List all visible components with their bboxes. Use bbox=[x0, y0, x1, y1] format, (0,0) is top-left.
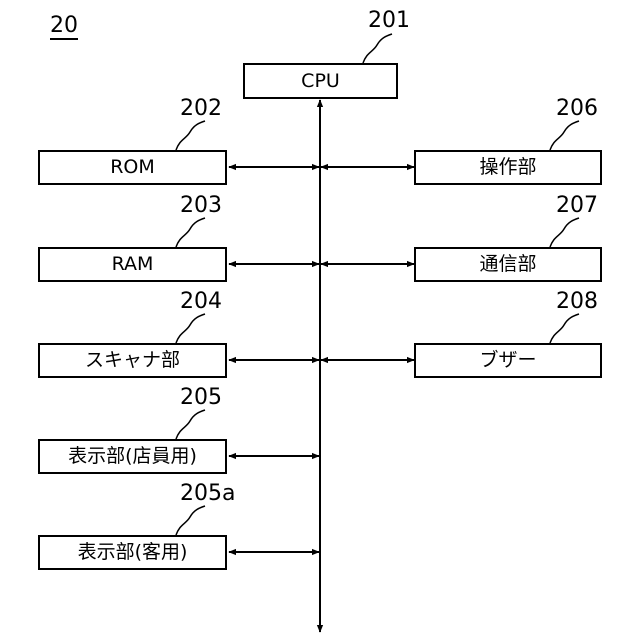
rom-block: ROM bbox=[38, 150, 227, 185]
cpu-block: CPU bbox=[243, 63, 398, 99]
ref-201: 201 bbox=[368, 10, 410, 32]
leader-205 bbox=[176, 410, 205, 439]
leader-208 bbox=[550, 314, 579, 343]
ref-205a: 205a bbox=[180, 483, 235, 505]
leader-202 bbox=[176, 121, 205, 150]
ref-206: 206 bbox=[556, 98, 598, 120]
rom-label: ROM bbox=[110, 158, 155, 177]
scanner-block: スキャナ部 bbox=[38, 343, 227, 378]
leader-204 bbox=[176, 314, 205, 343]
buzzer-block: ブザー bbox=[414, 343, 602, 378]
ref-203: 203 bbox=[180, 195, 222, 217]
cpu-label: CPU bbox=[301, 72, 340, 91]
leader-205a bbox=[176, 506, 205, 535]
leader-201 bbox=[363, 34, 392, 63]
leader-207 bbox=[550, 218, 579, 247]
operation-label: 操作部 bbox=[479, 158, 536, 177]
communication-label: 通信部 bbox=[479, 255, 536, 274]
ref-204: 204 bbox=[180, 291, 222, 313]
clerk-display-label: 表示部(店員用) bbox=[68, 447, 197, 466]
ref-207: 207 bbox=[556, 195, 598, 217]
customer-display-label: 表示部(客用) bbox=[78, 543, 188, 562]
leader-206 bbox=[550, 121, 579, 150]
ref-205: 205 bbox=[180, 387, 222, 409]
leader-203 bbox=[176, 218, 205, 247]
buzzer-label: ブザー bbox=[479, 351, 536, 370]
ref-208: 208 bbox=[556, 291, 598, 313]
customer-display-block: 表示部(客用) bbox=[38, 535, 227, 570]
ram-block: RAM bbox=[38, 247, 227, 282]
operation-block: 操作部 bbox=[414, 150, 602, 185]
communication-block: 通信部 bbox=[414, 247, 602, 282]
ref-202: 202 bbox=[180, 98, 222, 120]
ram-label: RAM bbox=[112, 255, 154, 274]
scanner-label: スキャナ部 bbox=[85, 351, 180, 370]
clerk-display-block: 表示部(店員用) bbox=[38, 439, 227, 474]
